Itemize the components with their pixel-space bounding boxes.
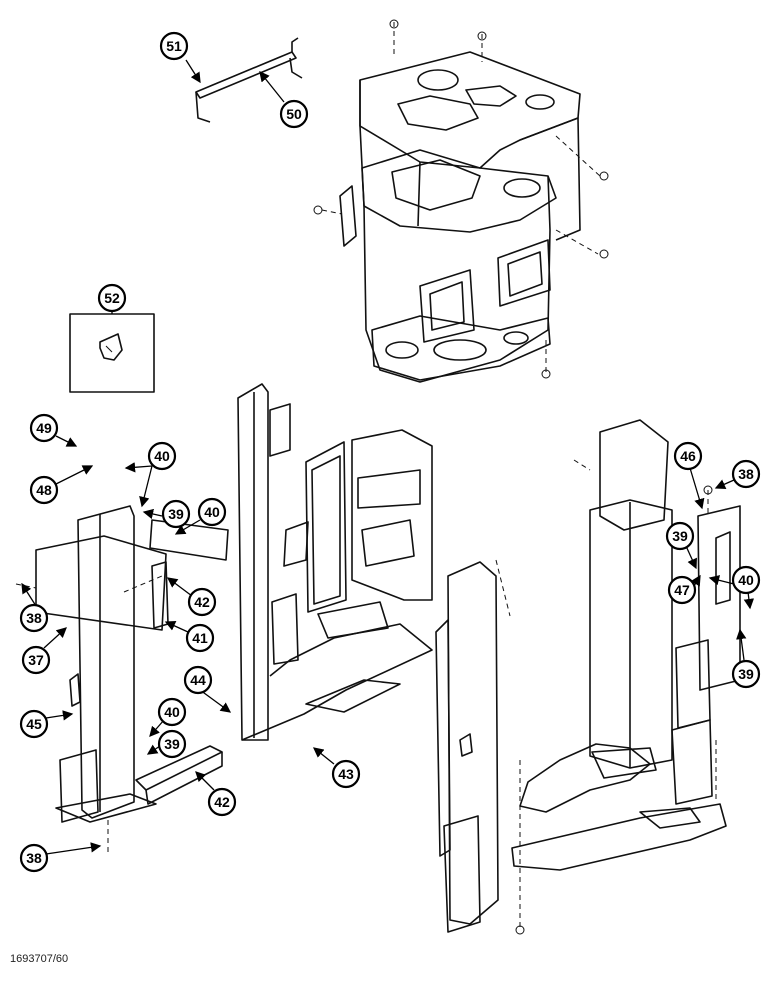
callout-40-d: 40 xyxy=(708,565,761,610)
callout-37: 37 xyxy=(21,627,67,675)
callout-39-c: 39 xyxy=(665,521,697,570)
figure-code: 1693707/60 xyxy=(10,953,68,965)
callout-42-b: 42 xyxy=(195,771,237,817)
svg-text:40: 40 xyxy=(738,572,754,588)
svg-text:42: 42 xyxy=(214,794,230,810)
svg-text:39: 39 xyxy=(168,506,184,522)
frame-housing xyxy=(313,19,609,383)
callout-42-a: 42 xyxy=(166,577,217,617)
svg-text:40: 40 xyxy=(204,504,220,520)
callouts: 51 50 52 49 48 40 xyxy=(19,31,761,873)
svg-text:47: 47 xyxy=(674,582,690,598)
callout-43: 43 xyxy=(312,747,361,789)
callout-39-a: 39 xyxy=(142,499,191,529)
svg-text:37: 37 xyxy=(28,652,44,668)
svg-text:40: 40 xyxy=(164,704,180,720)
callout-48: 48 xyxy=(29,465,94,505)
svg-text:40: 40 xyxy=(154,448,170,464)
svg-text:51: 51 xyxy=(166,38,182,54)
callout-40-c: 40 xyxy=(149,697,187,737)
callout-52: 52 xyxy=(97,283,127,314)
callout-46: 46 xyxy=(673,441,705,510)
svg-text:41: 41 xyxy=(192,630,208,646)
svg-text:49: 49 xyxy=(36,420,52,436)
svg-text:48: 48 xyxy=(36,482,52,498)
center-channel-parts xyxy=(271,429,433,665)
svg-text:50: 50 xyxy=(286,106,302,122)
left-upright-part xyxy=(15,505,229,856)
svg-text:52: 52 xyxy=(104,290,120,306)
callout-50: 50 xyxy=(259,70,309,129)
callout-38-c: 38 xyxy=(714,459,761,490)
svg-text:46: 46 xyxy=(680,448,696,464)
callout-40-b: 40 xyxy=(174,497,227,535)
callout-47: 47 xyxy=(667,574,701,605)
svg-text:39: 39 xyxy=(672,528,688,544)
callout-44: 44 xyxy=(183,665,232,713)
svg-text:45: 45 xyxy=(26,716,42,732)
callout-39-d: 39 xyxy=(731,628,761,689)
svg-text:38: 38 xyxy=(26,850,42,866)
callout-41: 41 xyxy=(164,621,215,653)
svg-text:39: 39 xyxy=(164,736,180,752)
callout-38-a: 38 xyxy=(19,582,49,633)
inset-box-part xyxy=(69,313,155,393)
svg-text:44: 44 xyxy=(190,672,206,688)
callout-49: 49 xyxy=(29,413,78,447)
callout-51: 51 xyxy=(159,31,201,84)
callout-38-b: 38 xyxy=(19,842,102,873)
svg-text:39: 39 xyxy=(738,666,754,682)
callout-39-b: 39 xyxy=(146,729,187,759)
svg-text:43: 43 xyxy=(338,766,354,782)
middle-upright-part xyxy=(435,559,511,933)
svg-text:42: 42 xyxy=(194,594,210,610)
bracket-part xyxy=(195,37,303,123)
callout-40-a: 40 xyxy=(124,441,177,508)
center-upright-part xyxy=(237,383,433,741)
callout-45: 45 xyxy=(19,709,74,739)
svg-text:38: 38 xyxy=(26,610,42,626)
right-upright-part xyxy=(511,419,741,935)
svg-text:38: 38 xyxy=(738,466,754,482)
